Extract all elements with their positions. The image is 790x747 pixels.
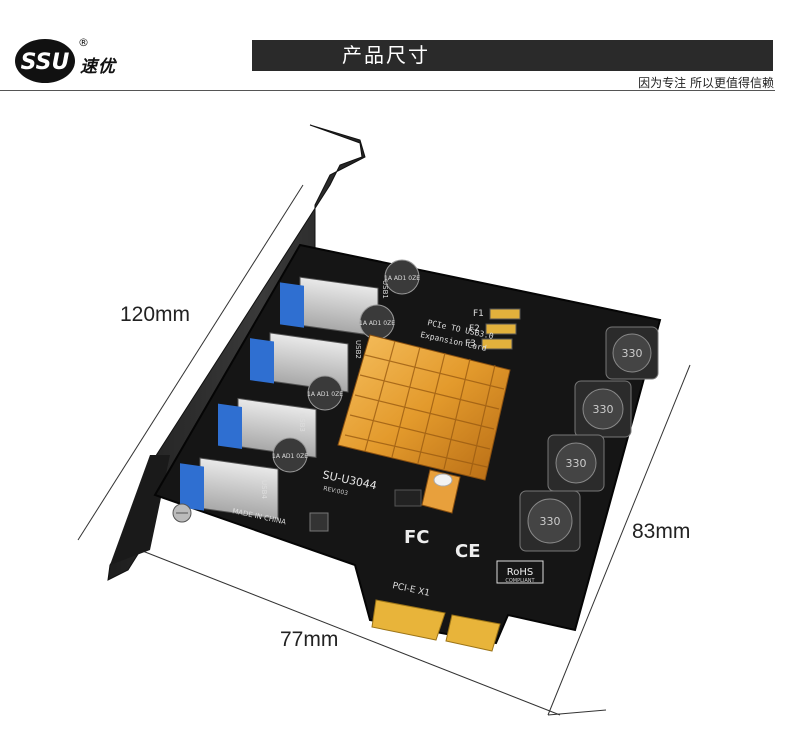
ssu-logo-icon: SSU [15,39,75,83]
section-title: 产品尺寸 [342,43,430,67]
controller-chip [394,489,422,507]
width-dimension-label: 77mm [280,628,339,651]
width-dimension-line [139,549,561,716]
inductor-3: 330 [547,434,605,492]
section-title-bar: 产品尺寸 [252,40,773,71]
capacitor-4-text: 1A AD1 0ZE [272,453,308,460]
logo-ssu-text: SSU [21,50,70,75]
inductor-4-text: 330 [540,515,561,528]
depth-dimension-label: 83mm [632,520,691,543]
usb-label-4: USB4 [260,480,268,499]
registered-mark: ® [78,36,89,49]
inductor-2-text: 330 [593,403,614,416]
inductor-2: 330 [574,380,632,438]
fcc-mark: FC [404,527,430,548]
header-divider [0,90,775,91]
height-dimension-label: 120mm [120,303,191,326]
brand-name: 速优 [80,57,116,77]
rohs-subtitle: COMPLIANT [505,578,535,584]
capacitor-2: 1A AD1 0ZE [359,304,395,340]
fuse-label-2: F2 [469,324,480,334]
heatsink [337,334,511,514]
ce-mark: CE [455,541,481,562]
usb-port-4 [180,457,279,520]
usb-label-1: USB1 [381,280,389,299]
usb-label-2: USB2 [354,340,362,359]
inductor-1-text: 330 [622,347,643,360]
brand-tagline: 因为专注 所以更值得信赖 [638,76,774,90]
crystal-oscillator [309,512,329,532]
inductor-3-text: 330 [566,457,587,470]
brand-logo: SSU ® 速优 [14,36,124,84]
bracket-foot [110,455,170,565]
fuse-label-3: F3 [465,339,476,349]
capacitor-3: 1A AD1 0ZE [307,375,343,411]
depth-dimension-tick [547,709,607,716]
usb-label-3: USB3 [298,413,306,432]
inductor-4: 330 [519,490,581,552]
inductor-1: 330 [605,326,659,380]
fuse-block: F1 F2 F3 [465,308,521,350]
capacitor-2-text: 1A AD1 0ZE [359,320,395,327]
pcie-connector [371,599,501,652]
capacitor-1: 1A AD1 0ZE [384,259,420,295]
capacitor-1-text: 1A AD1 0ZE [384,275,420,282]
product-scene: 1A AD1 0ZE 1A AD1 0ZE 1A AD1 0ZE 1A AD1 … [0,95,790,743]
capacitor-4: 1A AD1 0ZE [272,437,308,473]
height-dimension-line [77,184,304,541]
rohs-mark: RoHS [507,567,533,578]
product-illustration: 1A AD1 0ZE 1A AD1 0ZE 1A AD1 0ZE 1A AD1 … [77,124,691,716]
depth-dimension-line [547,364,691,716]
capacitor-3-text: 1A AD1 0ZE [307,391,343,398]
fuse-label-1: F1 [473,309,484,319]
rohs-box [496,560,544,584]
page-header: SSU ® 速优 产品尺寸 因为专注 所以更值得信赖 [0,0,790,95]
